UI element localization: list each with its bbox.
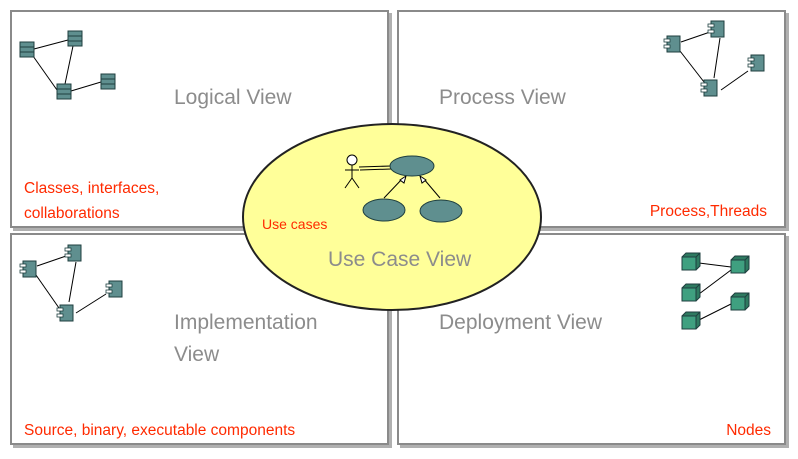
deployment-view-title: Deployment View: [439, 311, 603, 334]
component-icon: [663, 35, 681, 53]
node-icon: [681, 311, 701, 330]
node-icon: [730, 255, 750, 274]
use-case-view-note: Use cases: [262, 216, 328, 232]
node-icon: [681, 252, 701, 271]
process-view-note: Process,Threads: [649, 203, 767, 220]
component-icon: [700, 79, 718, 97]
use-case-view-title: Use Case View: [328, 248, 472, 271]
use-case-icon: [419, 199, 463, 223]
class-icon: [19, 41, 35, 58]
implementation-view-title-line1: Implementation: [174, 311, 318, 334]
component-icon: [747, 54, 765, 72]
node-icon: [730, 292, 750, 311]
actor-icon: [344, 154, 360, 189]
use-case-icon: [362, 198, 406, 222]
logical-class-icons: [19, 30, 116, 100]
deployment-node-icons: [681, 252, 750, 330]
component-icon: [19, 260, 37, 278]
implementation-view-note: Source, binary, executable components: [24, 422, 296, 439]
deployment-view-note: Nodes: [726, 422, 771, 439]
use-case-icon: [389, 155, 435, 177]
component-icon: [56, 304, 74, 322]
process-component-icons: [663, 20, 765, 97]
component-icon: [707, 20, 725, 38]
logical-view-note-line2: collaborations: [24, 205, 120, 222]
process-view-title: Process View: [439, 86, 566, 109]
component-icon: [64, 244, 82, 262]
class-icon: [100, 73, 116, 90]
implementation-component-icons: [19, 244, 123, 322]
logical-view-title: Logical View: [174, 86, 292, 109]
component-icon: [105, 280, 123, 298]
class-icon: [67, 30, 83, 47]
node-icon: [681, 283, 701, 302]
logical-view-note-line1: Classes, interfaces,: [24, 180, 160, 197]
implementation-view-title-line2: View: [174, 343, 220, 366]
class-icon: [56, 83, 72, 100]
